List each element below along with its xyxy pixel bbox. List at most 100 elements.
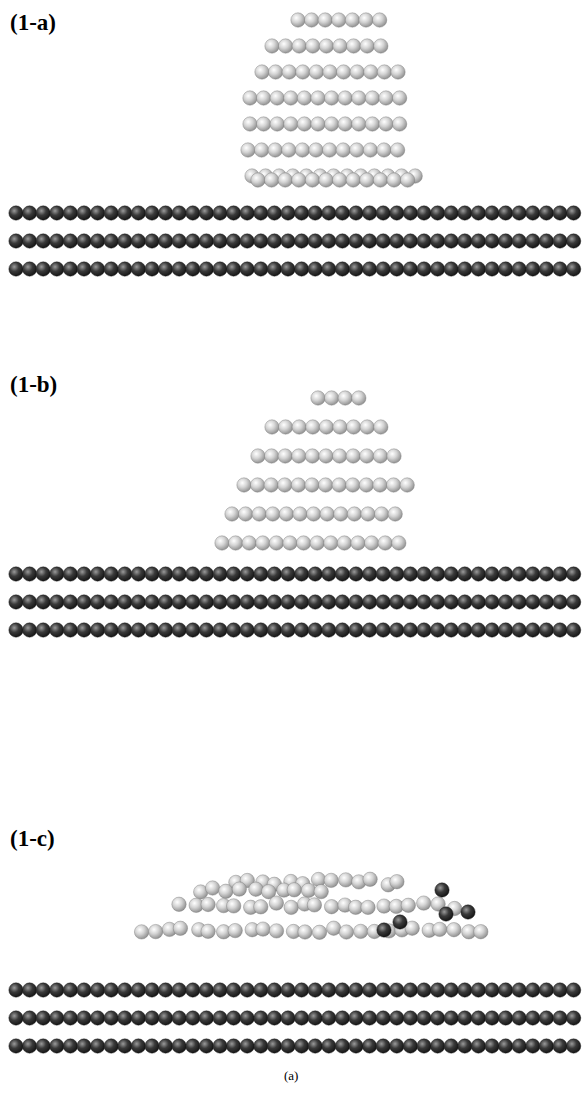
substrate-atom xyxy=(362,595,376,609)
cluster-atom xyxy=(292,173,306,187)
cluster-atom xyxy=(301,883,315,897)
cluster-atom xyxy=(256,922,270,936)
substrate-atom xyxy=(539,983,553,997)
substrate-atom xyxy=(485,595,499,609)
substrate-atom xyxy=(526,1039,540,1053)
substrate-atom xyxy=(376,623,390,637)
cluster-atom xyxy=(265,420,279,434)
substrate-atom xyxy=(566,234,580,248)
substrate-atom xyxy=(512,595,526,609)
substrate-atom xyxy=(104,567,118,581)
cluster-atom xyxy=(307,898,321,912)
substrate-atom xyxy=(281,206,295,220)
substrate-atom xyxy=(145,234,159,248)
substrate-atom xyxy=(458,234,472,248)
substrate-atom xyxy=(430,567,444,581)
substrate-atom xyxy=(444,1039,458,1053)
substrate-atom xyxy=(90,1039,104,1053)
cluster-atom xyxy=(360,449,374,463)
cluster-atom xyxy=(346,420,360,434)
cluster-atom xyxy=(296,65,310,79)
cluster-atom xyxy=(201,897,215,911)
substrate-atom xyxy=(104,595,118,609)
cluster-atom xyxy=(319,420,333,434)
cluster-atom xyxy=(338,91,352,105)
substrate-atom xyxy=(553,623,567,637)
substrate-atom xyxy=(36,567,50,581)
cluster-atom xyxy=(297,117,311,131)
cluster-atom xyxy=(365,91,379,105)
cluster-atom xyxy=(400,173,414,187)
substrate-atom xyxy=(335,1039,349,1053)
cluster-atom xyxy=(172,897,186,911)
substrate-atom xyxy=(22,595,36,609)
cluster-atom xyxy=(293,507,307,521)
cluster-atom xyxy=(332,478,346,492)
substrate-atom xyxy=(254,234,268,248)
substrate-atom xyxy=(430,1011,444,1025)
cluster-atom xyxy=(269,896,283,910)
cluster-atom xyxy=(374,420,388,434)
cluster-atom xyxy=(309,143,323,157)
cluster-atom xyxy=(292,39,306,53)
substrate-atom xyxy=(526,262,540,276)
substrate-atom xyxy=(22,1011,36,1025)
substrate-atom xyxy=(213,623,227,637)
cluster-atom xyxy=(319,39,333,53)
cluster-atom xyxy=(323,65,337,79)
cluster-atom xyxy=(352,117,366,131)
cluster-atom xyxy=(243,91,257,105)
cluster-atom xyxy=(252,507,266,521)
substrate-atom xyxy=(240,262,254,276)
cluster-atom xyxy=(337,536,351,550)
substrate-atom xyxy=(213,595,227,609)
cluster-atom xyxy=(350,65,364,79)
cluster-atom xyxy=(338,391,352,405)
substrate-atom xyxy=(118,567,132,581)
cluster-atom xyxy=(279,507,293,521)
substrate-atom xyxy=(553,234,567,248)
substrate-atom xyxy=(471,595,485,609)
substrate-atom xyxy=(512,567,526,581)
cluster-atom xyxy=(373,449,387,463)
cluster-atom xyxy=(269,924,283,938)
substrate-atom xyxy=(9,595,23,609)
substrate-atom xyxy=(512,1039,526,1053)
cluster-atom xyxy=(377,65,391,79)
substrate-atom xyxy=(308,1011,322,1025)
cluster-atom xyxy=(282,65,296,79)
substrate-atom xyxy=(403,234,417,248)
substrate-atom xyxy=(458,595,472,609)
substrate-atom xyxy=(362,262,376,276)
cluster-atom xyxy=(390,875,404,889)
substrate-atom xyxy=(226,262,240,276)
substrate-atom xyxy=(213,262,227,276)
substrate-atom xyxy=(485,1039,499,1053)
cluster-atom xyxy=(305,173,319,187)
substrate-atom xyxy=(213,1039,227,1053)
substrate-atom xyxy=(553,206,567,220)
cluster-atom xyxy=(243,117,257,131)
substrate-atom xyxy=(458,1011,472,1025)
cluster-atom xyxy=(251,449,265,463)
substrate-atom xyxy=(158,983,172,997)
substrate-atom xyxy=(322,1011,336,1025)
cluster-atom xyxy=(334,507,348,521)
substrate-atom xyxy=(566,567,580,581)
substrate-atom xyxy=(186,1011,200,1025)
substrate-atom xyxy=(131,206,145,220)
cluster-atom xyxy=(241,143,255,157)
substrate-atom xyxy=(512,1011,526,1025)
substrate-atom xyxy=(322,206,336,220)
substrate-atom xyxy=(63,983,77,997)
substrate-atom xyxy=(131,595,145,609)
substrate-atom xyxy=(362,983,376,997)
cluster-atom xyxy=(474,925,488,939)
substrate-atom xyxy=(362,623,376,637)
substrate-atom xyxy=(199,262,213,276)
substrate-atom xyxy=(267,206,281,220)
cluster-atom xyxy=(295,143,309,157)
substrate-atom xyxy=(118,595,132,609)
substrate-atom xyxy=(553,1011,567,1025)
substrate-atom xyxy=(512,262,526,276)
